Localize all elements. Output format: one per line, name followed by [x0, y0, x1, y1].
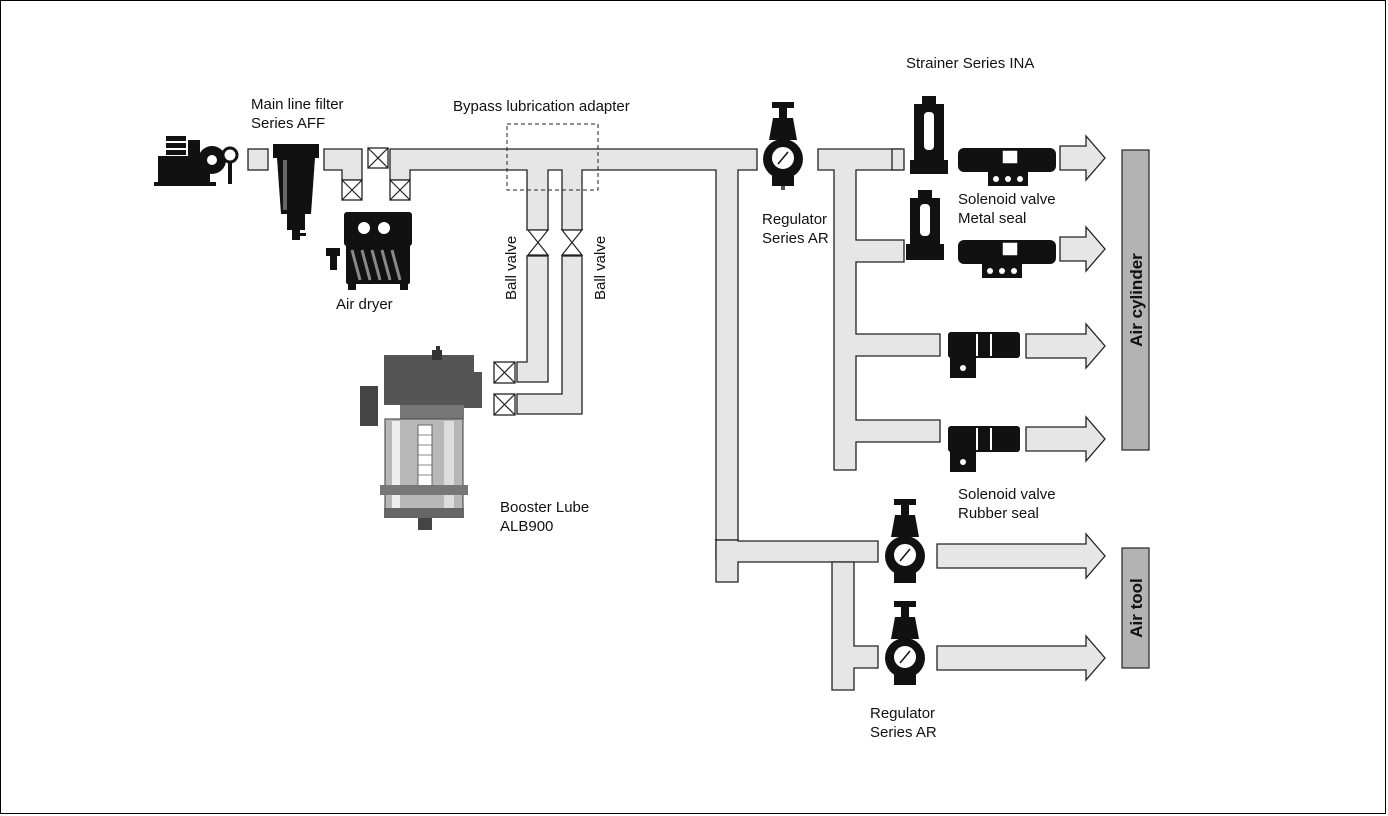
stop-valve-icon	[341, 179, 363, 201]
main-line-filter-series: Series AFF	[251, 115, 325, 132]
regulator-top-series: Series AR	[762, 230, 829, 247]
solenoid-valve-icon	[958, 240, 1056, 278]
solenoid-valve-icon	[948, 332, 1020, 378]
regulator-bottom-label: Regulator	[870, 705, 935, 722]
air-tool-label: Air tool	[1127, 578, 1146, 638]
ball-valve-label-2: Ball valve	[592, 236, 609, 300]
solenoid-rubber-label: Solenoid valve	[958, 486, 1056, 503]
outlet-arrow-6	[936, 634, 1106, 682]
stop-valve-icon	[493, 361, 516, 384]
outlet-arrow-3	[1025, 322, 1106, 370]
bypass-return-pipe-1	[516, 255, 549, 383]
air-dryer-label: Air dryer	[336, 296, 393, 313]
stop-valve-icon	[493, 393, 516, 416]
ball-valve-icon	[526, 229, 550, 256]
outlet-arrow-1	[1059, 134, 1106, 182]
pipes	[247, 148, 941, 691]
air-cylinder-bar	[1121, 149, 1150, 451]
ball-valve-icon	[560, 229, 584, 256]
regulator-icon	[885, 601, 925, 685]
solenoid-metal-label: Solenoid valve	[958, 191, 1056, 208]
bypass-adapter-outline	[506, 123, 599, 191]
air-tool-bar	[1121, 547, 1150, 669]
booster-lube-icon	[360, 346, 482, 530]
lower-branch-pipe	[715, 539, 879, 583]
outlet-arrow-4	[1025, 415, 1106, 463]
ball-valve-label-1: Ball valve	[503, 236, 520, 300]
compressor-icon	[154, 136, 239, 186]
distribution-pipe	[817, 148, 941, 471]
outlet-arrows	[936, 134, 1106, 682]
strainer-label: Strainer Series INA	[906, 55, 1034, 72]
booster-lube-label: Booster Lube	[500, 499, 589, 516]
solenoid-rubber-seal: Rubber seal	[958, 505, 1039, 522]
outlet-arrow-2	[1059, 225, 1106, 273]
bypass-return-pipe-2	[516, 255, 583, 415]
regulator-top-label: Regulator	[762, 211, 827, 228]
main-line-filter-label: Main line filter	[251, 96, 344, 113]
bypass-adapter-label: Bypass lubrication adapter	[453, 98, 630, 115]
stop-valves	[341, 147, 516, 416]
regulator-icon	[885, 499, 925, 583]
filter-outlet-pipe	[323, 148, 363, 181]
stop-valve-icon	[367, 147, 389, 169]
booster-lube-model: ALB900	[500, 518, 553, 535]
inlet-stub	[247, 148, 269, 171]
stop-valve-icon	[389, 179, 411, 201]
solenoid-valve-icon	[958, 148, 1056, 186]
solenoid-valve-icon	[948, 426, 1020, 472]
outlet-arrow-5	[936, 532, 1106, 580]
strainer-icon	[906, 190, 944, 260]
solenoid-metal-seal: Metal seal	[958, 210, 1026, 227]
regulator-bottom-series: Series AR	[870, 724, 937, 741]
strainer-icon	[910, 96, 948, 174]
strainer-inlet-stub	[891, 148, 905, 171]
regulator-icon	[763, 102, 803, 190]
air-cylinder-label: Air cylinder	[1127, 253, 1146, 347]
air-dryer-icon	[326, 212, 412, 290]
main-line-filter-icon	[273, 144, 319, 240]
air-tool-branch-pipe	[831, 561, 879, 691]
